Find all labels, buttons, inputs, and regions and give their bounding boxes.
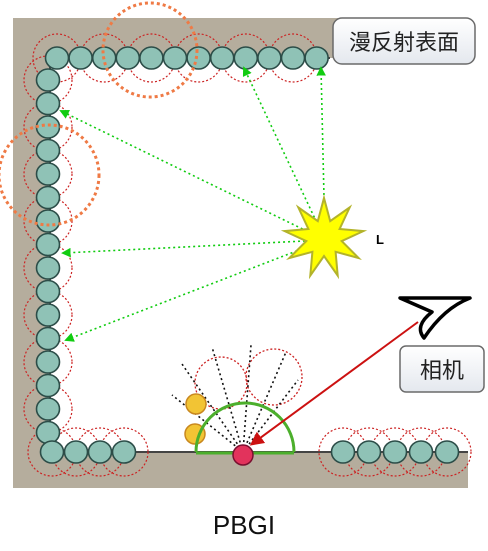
surface-point	[35, 185, 61, 210]
surface-point	[63, 440, 89, 464]
surface-point	[35, 138, 61, 163]
gather-cone	[171, 344, 303, 466]
shading-point	[232, 444, 254, 466]
surface-point	[330, 440, 356, 464]
surface-point	[304, 46, 329, 70]
surface-point	[162, 46, 188, 70]
callout-surface: 漫反射表面	[332, 17, 476, 65]
camera-ray	[249, 321, 419, 446]
surface-point	[35, 91, 61, 116]
callout-camera: 相机	[399, 345, 485, 393]
surface-point	[186, 46, 211, 70]
surface-point	[139, 46, 164, 70]
surface-point	[111, 440, 137, 464]
light-ray	[316, 66, 326, 241]
surface-points	[35, 46, 460, 464]
cone-line	[211, 346, 244, 453]
wall	[13, 18, 468, 488]
surface-point	[87, 440, 113, 464]
callout-surface-label: 漫反射表面	[349, 31, 459, 56]
surface-point	[209, 46, 235, 70]
star-burst-icon	[280, 194, 368, 280]
light-source: L	[280, 194, 384, 280]
surface-point	[35, 209, 61, 233]
eye-icon	[398, 296, 472, 340]
surface-point	[35, 326, 61, 351]
surface-point	[233, 46, 259, 70]
light-ray	[242, 66, 326, 241]
large-cluster-ring	[0, 123, 101, 227]
surface-point	[35, 256, 61, 280]
surface-point	[35, 232, 61, 257]
surface-point	[68, 46, 93, 70]
surface-point	[434, 440, 460, 464]
surface-point	[35, 420, 61, 445]
surface-point	[35, 373, 61, 398]
surface-point	[35, 303, 61, 327]
light-ray	[59, 110, 326, 241]
hemisphere	[194, 401, 296, 453]
surface-point	[44, 46, 70, 70]
surface-point	[35, 162, 61, 186]
cone-line	[242, 351, 287, 453]
surface-point	[382, 440, 408, 464]
callout-camera-label: 相机	[420, 359, 464, 384]
surface-point	[35, 350, 61, 374]
large-cluster-ring	[101, 1, 199, 99]
surface-point	[35, 279, 61, 304]
surface-point	[39, 440, 65, 464]
cluster-ring	[422, 427, 472, 477]
large-cluster-rings	[0, 1, 199, 227]
surface-point	[408, 440, 434, 464]
light-rays	[59, 66, 326, 342]
surface-point	[35, 397, 61, 421]
camera	[249, 296, 472, 446]
neighbor-point	[185, 393, 207, 415]
surface-point	[257, 46, 282, 70]
surface-point	[115, 46, 141, 70]
cone-line	[242, 344, 252, 453]
light-ray	[61, 239, 326, 258]
cone-line	[171, 394, 244, 453]
surface-point	[280, 46, 306, 70]
surface-edges	[49, 57, 468, 453]
surface-point	[35, 68, 61, 92]
cone-circles	[194, 348, 303, 410]
light-ray	[64, 239, 326, 342]
light-label: L	[376, 232, 384, 247]
diagram-caption: PBGI	[212, 510, 276, 540]
surface-point	[356, 440, 382, 464]
cluster-rings	[23, 33, 472, 477]
cluster-ring	[99, 427, 149, 477]
